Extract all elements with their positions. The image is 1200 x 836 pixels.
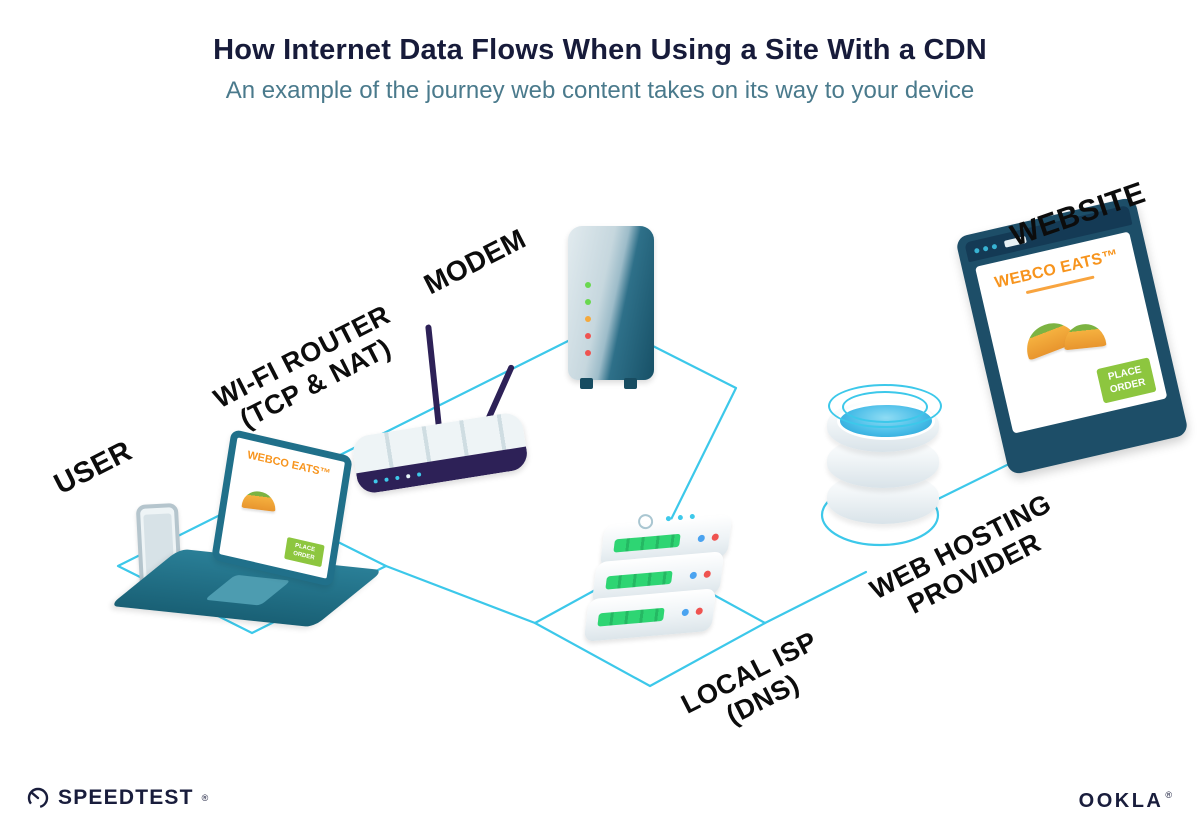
server-led-blue (689, 571, 698, 580)
ookla-trademark: ® (1165, 790, 1172, 800)
router-led (395, 475, 400, 481)
website-place-order-button: PLACE ORDER (1096, 357, 1157, 404)
modem-foot (580, 378, 593, 389)
modem-led-amber (585, 316, 591, 322)
ookla-logo: OOKLA ® (1079, 790, 1172, 813)
modem-foot (624, 378, 637, 389)
ookla-wordmark: OOKLA (1078, 790, 1164, 812)
laptop-screen: WEBCO EATS™ PLACE ORDER (211, 428, 353, 588)
user-device-illustration: WEBCO EATS™ PLACE ORDER (109, 428, 384, 648)
server-led-blue (681, 608, 690, 617)
router-body (350, 410, 530, 496)
server-vent (613, 533, 681, 553)
router-antenna-left (425, 324, 442, 429)
connection-user-to-isp (384, 564, 537, 625)
taco-shape (241, 489, 277, 512)
modem-led-red (585, 333, 591, 339)
page-title: How Internet Data Flows When Using a Sit… (213, 34, 987, 66)
power-button-icon (637, 513, 654, 530)
connection-isp-to-hosting (763, 570, 868, 625)
laptop-trackpad (204, 574, 292, 606)
speedtest-logo: SPEEDTEST ® (26, 786, 208, 810)
server-top-dot (665, 515, 672, 522)
modem-led-red (585, 350, 591, 356)
server-vent (605, 570, 673, 590)
server-led-red (695, 607, 704, 616)
router-led (373, 479, 378, 484)
hosting-ring (828, 384, 942, 428)
server-top-dot (677, 514, 684, 521)
website-page: WEBCO EATS™ PLACE ORDER (975, 231, 1168, 434)
router-led (405, 473, 411, 479)
header: How Internet Data Flows When Using a Sit… (0, 34, 1200, 105)
modem-body (568, 226, 654, 380)
connection-modem-to-isp (643, 340, 738, 564)
local-isp-server-illustration (583, 508, 744, 676)
page-subtitle: An example of the journey web content ta… (225, 77, 975, 104)
laptop-webpage: WEBCO EATS™ PLACE ORDER (219, 437, 345, 578)
speedtest-trademark: ® (201, 793, 209, 803)
taco-shape (1062, 322, 1107, 351)
speedtest-gauge-icon (27, 787, 49, 809)
taco-icon (241, 489, 277, 512)
server-vent (597, 607, 665, 627)
browser-dot (991, 243, 998, 250)
modem-led-green (585, 299, 591, 305)
hosting-ring (842, 391, 928, 423)
browser-dot (973, 247, 980, 254)
router-led (384, 477, 389, 482)
laptop-webco-eats-logo: WEBCO EATS™ (246, 449, 332, 481)
server-led-red (711, 533, 720, 542)
server-led-blue (697, 534, 706, 543)
taco-icon (1062, 322, 1107, 351)
laptop-place-order-button: PLACE ORDER (284, 536, 325, 568)
server-top-dot (689, 513, 696, 520)
speedtest-wordmark: SPEEDTEST (58, 786, 194, 809)
router-led (416, 472, 422, 477)
server-led-red (703, 570, 712, 579)
modem-illustration (562, 226, 666, 398)
web-hosting-illustration (820, 370, 946, 548)
browser-dot (982, 245, 989, 252)
modem-led-green (585, 282, 591, 288)
